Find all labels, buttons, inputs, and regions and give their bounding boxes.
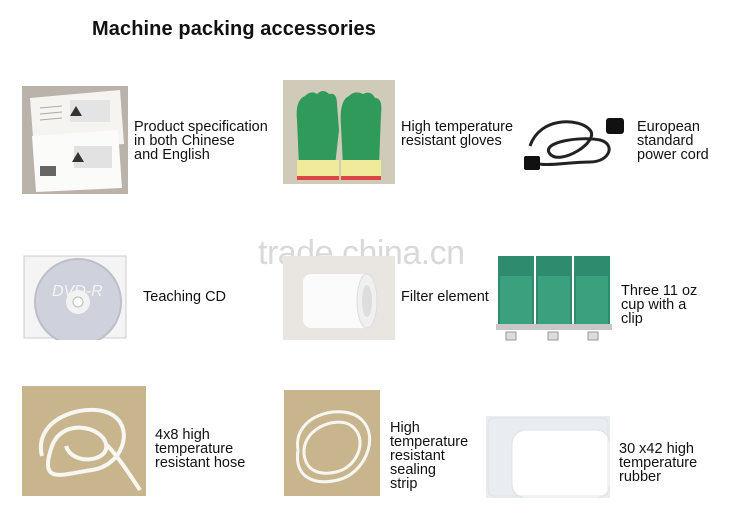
item-label-filter: Filter element [401, 289, 489, 305]
item-label-rubber: 30 x42 high temperature rubber [619, 441, 698, 485]
rubber-photo [486, 416, 610, 498]
item-label-specification: Product specification in both Chinese an… [134, 119, 268, 163]
item-label-sealing-strip: High temperature resistant sealing strip [390, 420, 469, 492]
cd-label-text: DVD-R [52, 283, 103, 300]
item-label-hose: 4x8 high temperature resistant hose [155, 427, 246, 471]
page-title: Machine packing accessories [92, 18, 376, 40]
hose-photo [22, 386, 146, 496]
item-label-power-cord: European standard power cord [637, 119, 709, 163]
item-label-cd: Teaching CD [143, 289, 227, 305]
gloves-photo [283, 80, 395, 184]
cup-clip-photo [492, 252, 614, 344]
teaching-cd-photo: DVD-R [22, 254, 128, 340]
product-specification-photo [22, 86, 128, 194]
sealing-strip-photo [284, 390, 380, 496]
item-label-gloves: High temperature resistant gloves [401, 119, 514, 149]
filter-element-photo [283, 256, 395, 340]
power-cord-photo [520, 106, 632, 178]
item-label-cup: Three 11 oz cup with a clip [621, 283, 698, 327]
